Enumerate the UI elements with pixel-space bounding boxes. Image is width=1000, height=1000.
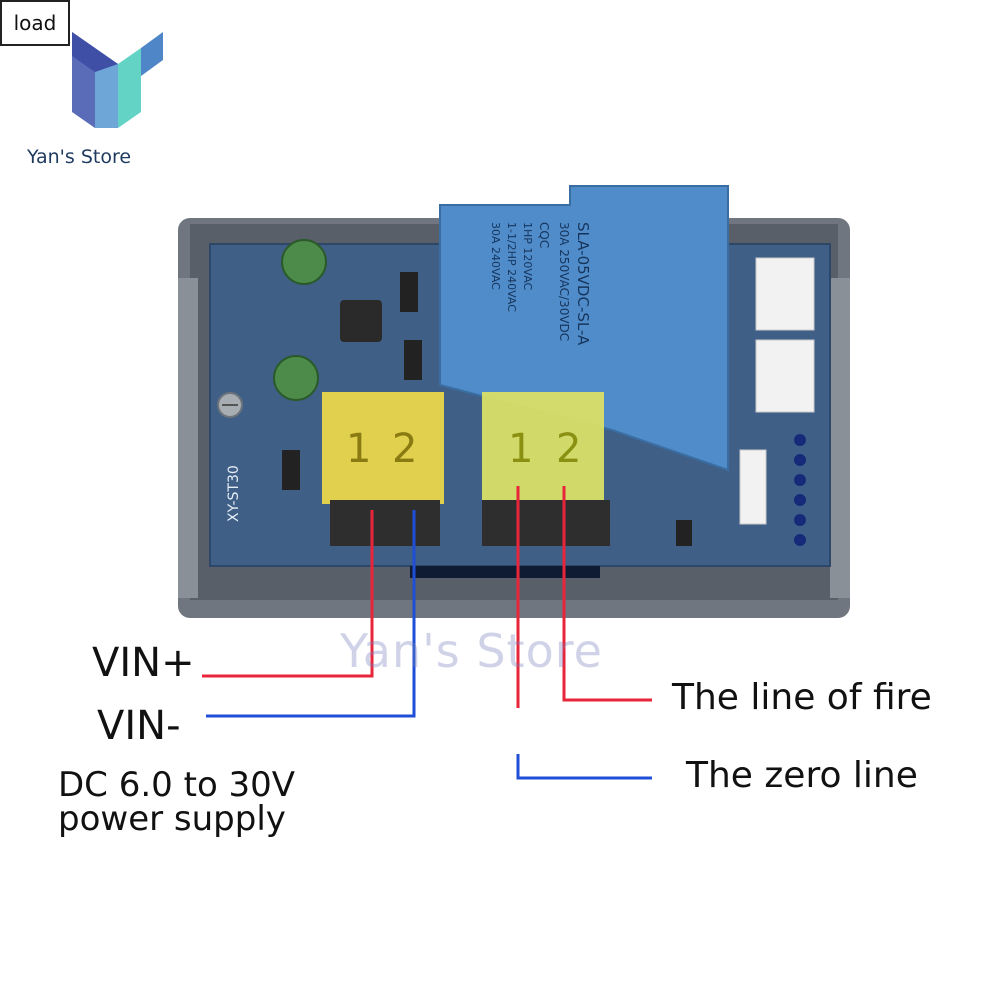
supply-description-label: power supply: [58, 799, 286, 839]
vin-plus-wire: [202, 510, 374, 678]
terminal-block-load: [482, 392, 610, 546]
terminal-number: 2: [392, 426, 417, 472]
svg-text:30A 240VAC: 30A 240VAC: [489, 222, 502, 290]
board-model-label: XY-ST30: [226, 465, 242, 522]
load-box: load: [0, 0, 70, 46]
brand-name: Yan's Store: [27, 146, 132, 168]
svg-text:CQC: CQC: [537, 222, 551, 248]
vin-plus-label: VIN+: [92, 640, 195, 686]
fire-line-label: The line of fire: [672, 677, 932, 718]
zero-line-label: The zero line: [686, 755, 918, 796]
side-connectors: [739, 257, 815, 546]
supply-voltage-label: DC 6.0 to 30V: [58, 765, 296, 805]
wiring: [202, 486, 652, 780]
vin-minus-label: VIN-: [97, 703, 181, 749]
terminal-number: 1: [508, 426, 533, 472]
fire-wire: [562, 486, 652, 702]
terminal-number: 1: [346, 426, 371, 472]
zero-wire: [516, 754, 652, 780]
yans-store-logo-icon: [72, 32, 163, 128]
terminal-number: 2: [556, 426, 581, 472]
board-edge-connector: [410, 566, 600, 578]
terminal-block-power: [322, 392, 444, 546]
svg-text:SLA-05VDC-SL-A: SLA-05VDC-SL-A: [574, 222, 592, 346]
svg-text:1HP 120VAC: 1HP 120VAC: [521, 222, 534, 291]
relay-text: SLA-05VDC-SL-A 30A 250VAC/30VDC CQC 1HP …: [489, 222, 592, 346]
vin-minus-wire: [206, 510, 416, 718]
svg-text:1-1/2HP 240VAC: 1-1/2HP 240VAC: [505, 222, 518, 312]
svg-text:30A 250VAC/30VDC: 30A 250VAC/30VDC: [557, 222, 571, 341]
watermark: Yan's Store: [340, 624, 603, 678]
